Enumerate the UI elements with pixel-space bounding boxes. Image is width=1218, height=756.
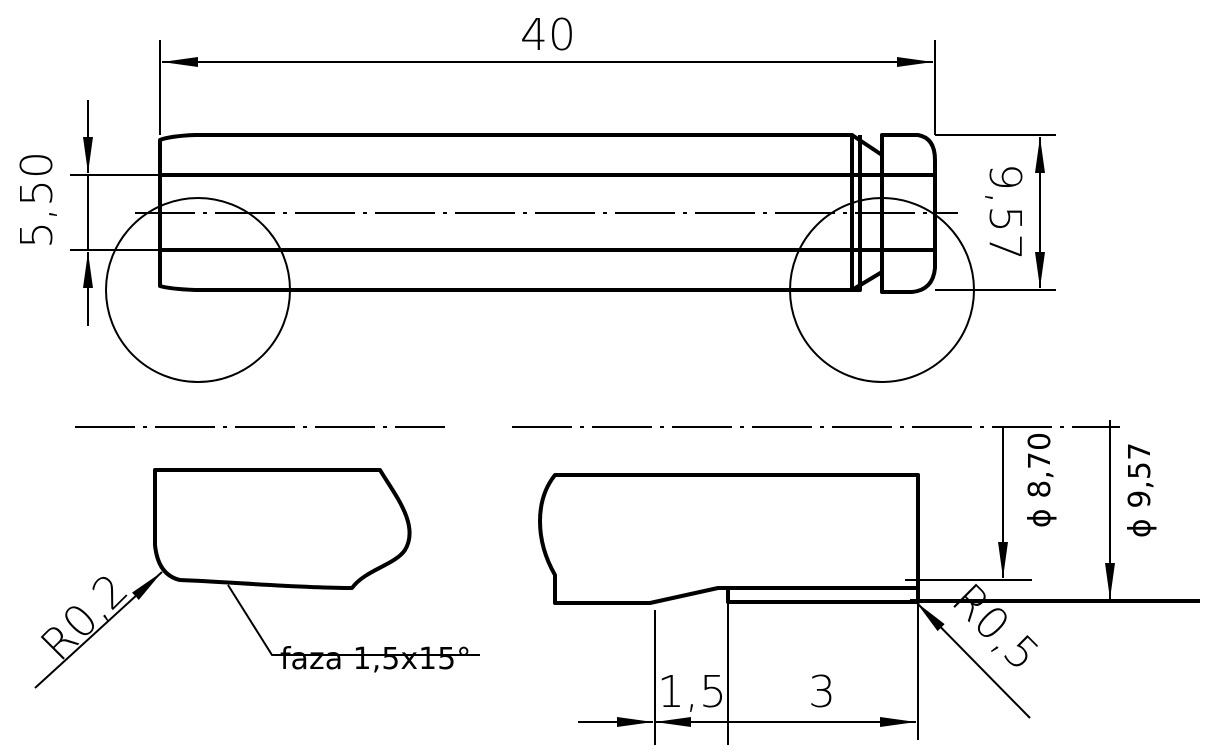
hatch-top-wall	[158, 133, 854, 177]
dia-outer-label: ϕ 9,57	[1123, 442, 1158, 538]
radius-r05-label: R0,5	[942, 574, 1049, 681]
chamfer-label: faza 1,5x15°	[280, 642, 471, 677]
top-view-section: 40 5,50 9,57	[12, 10, 1056, 383]
dim-outer-label: 9,57	[979, 163, 1030, 261]
dim-bore-label: 5,50	[12, 151, 63, 249]
detail-circle-left	[105, 197, 291, 383]
hatch-bottom-wall	[158, 248, 854, 292]
ring-top	[880, 133, 937, 177]
radius-r02-label: R0,2	[31, 564, 138, 671]
chamfer-top	[850, 133, 884, 177]
detail-left: R0,2 faza 1,5x15°	[31, 426, 480, 689]
detail-right-section	[538, 473, 920, 605]
detail-left-section	[153, 468, 412, 590]
ring-bottom	[880, 248, 937, 294]
chamfer-bottom	[850, 248, 884, 292]
dia-inner-label: ϕ 8,70	[1023, 432, 1058, 528]
dim-land-label: 3	[808, 667, 836, 718]
dim-step-label: 1,5	[657, 667, 727, 718]
detail-right: ϕ 8,70 ϕ 9,57 R0,5 1,5 3	[512, 420, 1200, 745]
dim-length-label: 40	[520, 10, 576, 61]
